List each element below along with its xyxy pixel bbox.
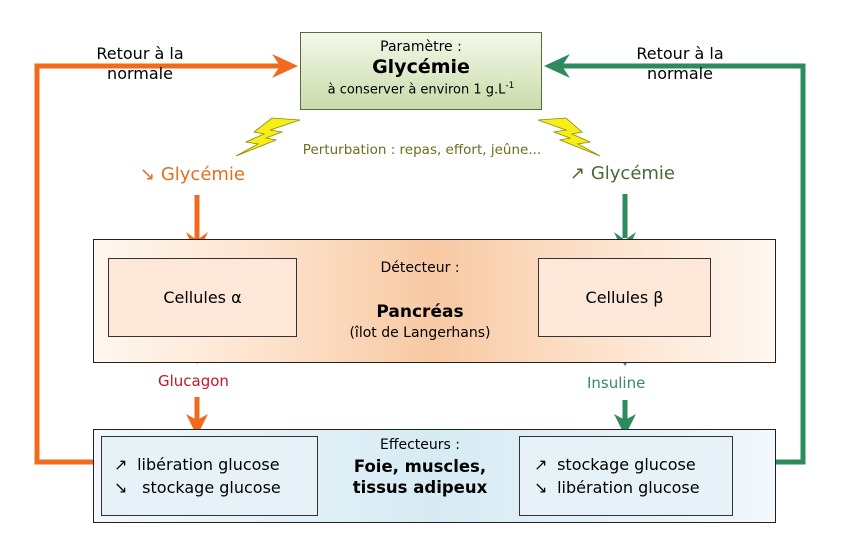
parameter-subtitle-text: à conserver à environ 1 g.L: [327, 82, 506, 98]
alpha-cells-label: Cellules α: [163, 288, 242, 307]
glycemia-high: ↗ Glycémie: [570, 163, 675, 184]
arrow-down-right-icon: ↘: [114, 478, 128, 497]
arrow-up-right-icon: ↗: [570, 163, 586, 184]
right-effector-actions: ↗ stockage glucose ↘ libération glucose: [519, 436, 733, 516]
effector-action: ↘ stockage glucose: [114, 476, 317, 499]
effectors-title: Foie, muscles, tissus adipeux: [300, 456, 540, 498]
glucagon-to-effector-arrowhead: [186, 414, 208, 436]
beta-cells-label: Cellules β: [585, 288, 664, 307]
beta-cells-box: Cellules β: [538, 258, 711, 337]
arrow-up-right-icon: ↗: [534, 455, 548, 474]
effectors-label: Effecteurs :: [380, 437, 460, 453]
lightning-icon-right: [537, 117, 601, 157]
effector-action: ↗ stockage glucose: [534, 453, 732, 476]
parameter-title: Glycémie: [372, 56, 470, 78]
perturbation-label: Perturbation : repas, effort, jeûne...: [302, 142, 542, 158]
effector-action-text: stockage glucose: [557, 455, 696, 474]
effector-action: ↗ libération glucose: [114, 453, 317, 476]
effectors-title-line2: tissus adipeux: [352, 478, 488, 497]
left-feedback-line: [34, 63, 282, 465]
glycemia-low: ↘ Glycémie: [140, 164, 245, 185]
left-feedback-label: Retour à la normale: [96, 44, 184, 83]
arrow-up-right-icon: ↗: [114, 455, 128, 474]
arrow-down-right-icon: ↘: [534, 478, 548, 497]
left-feedback-arrowhead: [272, 54, 298, 78]
glycemia-high-label: Glycémie: [590, 163, 676, 184]
glycemia-low-label: Glycémie: [160, 164, 246, 185]
effector-action: ↘ libération glucose: [534, 476, 732, 499]
detector-subtitle: (îlot de Langerhans): [349, 325, 491, 341]
glucagon-label: Glucagon: [158, 372, 229, 390]
effector-action-text: libération glucose: [557, 478, 700, 497]
parameter-subtitle-exponent: -1: [505, 81, 515, 91]
arrow-down-right-icon: ↘: [140, 164, 156, 185]
insuline-label: Insuline: [587, 374, 646, 392]
parameter-subtitle: à conserver à environ 1 g.L-1: [301, 81, 541, 97]
right-feedback-label: Retour à la normale: [636, 44, 724, 83]
parameter-box: Paramètre : Glycémie à conserver à envir…: [300, 32, 542, 110]
lightning-icon-left: [235, 117, 301, 157]
alpha-cells-box: Cellules α: [108, 258, 297, 337]
parameter-label: Paramètre :: [380, 39, 462, 55]
effectors-title-line1: Foie, muscles,: [353, 457, 487, 476]
right-feedback-arrowhead: [544, 54, 570, 78]
insuline-to-effector-arrowhead: [614, 414, 636, 436]
effector-action-text: stockage glucose: [142, 478, 281, 497]
left-effector-actions: ↗ libération glucose ↘ stockage glucose: [101, 436, 318, 516]
detector-label: Détecteur :: [380, 260, 460, 276]
effector-action-text: libération glucose: [137, 455, 280, 474]
detector-title: Pancréas: [376, 302, 464, 322]
right-feedback-line: [560, 63, 806, 465]
